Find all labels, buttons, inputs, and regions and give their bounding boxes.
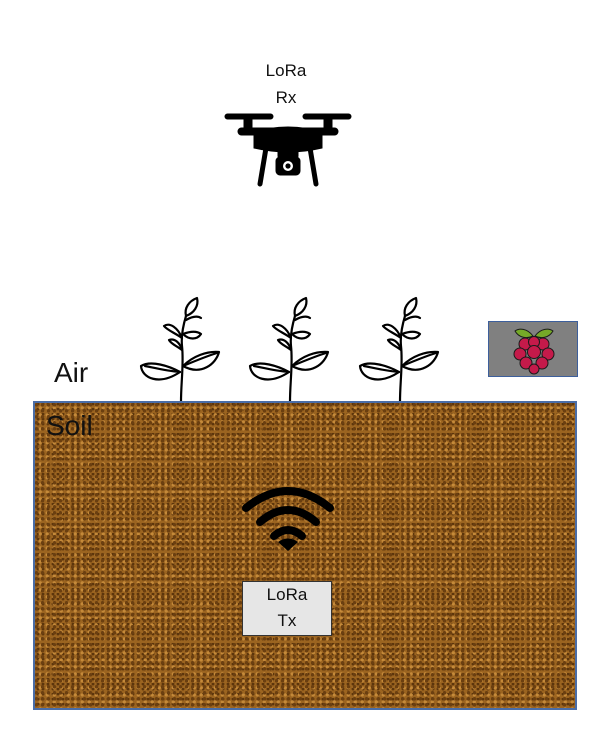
lora-tx-line1: LoRa [266, 585, 308, 604]
drone-icon [224, 113, 352, 187]
lora-rx-line1: LoRa [265, 61, 307, 80]
lora-rx-label: LoRa Rx [236, 57, 336, 111]
wifi-icon [242, 487, 334, 551]
lora-tx-box: LoRa Tx [242, 581, 332, 636]
soil-label: Soil [46, 410, 93, 441]
soil-region [33, 401, 577, 710]
raspberry-pi-icon [513, 328, 555, 375]
raspberry-pi-box [488, 321, 578, 377]
air-label: Air [54, 357, 89, 388]
lora-tx-line2: Tx [277, 611, 297, 630]
lora-rx-line2: Rx [275, 88, 297, 107]
